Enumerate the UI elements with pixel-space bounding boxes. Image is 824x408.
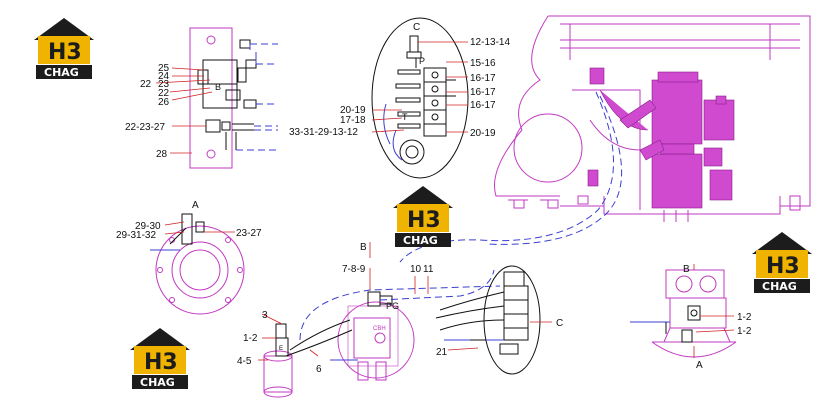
detail-b-block: B 1-2 1-2 A <box>630 264 752 371</box>
label-29-30: 29-30 <box>135 221 161 232</box>
watermark-logo-3: H3 CHAG <box>752 232 812 293</box>
detail-c-lower-letter: C <box>556 318 563 329</box>
label-25: 25 <box>158 63 170 74</box>
logo-brand: H3 <box>144 350 178 375</box>
mark-e: E <box>279 346 283 352</box>
label-12-13-14: 12-13-14 <box>470 37 510 48</box>
label-11: 11 <box>423 264 434 275</box>
label-7-8-9: 7-8-9 <box>342 264 366 275</box>
watermark-logo-4: H3 CHAG <box>130 328 190 389</box>
label-22a: 22 <box>140 79 152 90</box>
mark-pg: PG <box>386 301 399 311</box>
logo-name: CHAG <box>403 234 438 247</box>
logo-name: CHAG <box>762 280 797 293</box>
detail-c-lower: 21 C <box>435 265 563 375</box>
label-23: 23 <box>158 79 170 90</box>
watermark-logo-1: H3 CHAG <box>34 18 94 79</box>
label-10: 10 <box>410 264 422 275</box>
label-22-23-27: 22-23-27 <box>125 122 165 133</box>
label-24: 24 <box>158 71 170 82</box>
label-28: 28 <box>156 149 168 160</box>
label-20-19b: 20-19 <box>470 128 496 139</box>
label-1-2-right-a: 1-2 <box>737 312 752 323</box>
machine-frame-right <box>399 15 811 263</box>
label-26: 26 <box>158 97 170 108</box>
valve-panel-top-left: 25 24 22 23 22 26 22-23-27 28 B <box>125 27 278 169</box>
label-16-17a: 16-17 <box>470 73 496 84</box>
detail-c-letter: C <box>413 22 420 33</box>
mark-cbh: CBH <box>373 326 386 332</box>
label-23-27: 23-27 <box>236 228 262 239</box>
logo-brand: H3 <box>407 208 441 233</box>
label-15-16: 15-16 <box>470 58 496 69</box>
logo-brand: H3 <box>766 254 800 279</box>
label-20-19a: 20-19 <box>340 105 366 116</box>
detail-b-a-letter: A <box>696 360 703 371</box>
mark-p: P <box>419 56 425 66</box>
mark-b-valve: B <box>215 82 221 92</box>
center-pump-assembly: B 7-8-9 10 11 PG CBH E 3 1-2 <box>237 242 501 398</box>
logo-name: CHAG <box>140 376 175 389</box>
label-4-5: 4-5 <box>237 356 252 367</box>
label-22b: 22 <box>158 88 170 99</box>
label-16-17c: 16-17 <box>470 100 496 111</box>
logo-brand: H3 <box>48 40 82 65</box>
watermark-logo-2: H3 CHAG <box>393 186 453 247</box>
label-33-31-29-13-12: 33-31-29-13-12 <box>289 127 358 138</box>
label-1-2-right-b: 1-2 <box>737 326 752 337</box>
label-16-17b: 16-17 <box>470 87 496 98</box>
detail-b-letter: B <box>683 264 690 275</box>
label-29-31-32: 29-31-32 <box>116 230 156 241</box>
label-6: 6 <box>316 364 322 375</box>
label-21: 21 <box>436 347 448 358</box>
mark-t: T <box>402 112 408 122</box>
detail-c-manifold: C 12-13-14 15-16 16-17 16-17 16-17 20-19… <box>289 17 510 179</box>
view-b-letter: B <box>360 242 367 253</box>
detail-a-flange: A 29-30 29-31-32 23-27 <box>116 200 262 315</box>
label-3: 3 <box>262 310 268 321</box>
logo-name: CHAG <box>44 66 79 79</box>
label-1-2: 1-2 <box>243 333 258 344</box>
label-17-18: 17-18 <box>340 115 366 126</box>
detail-a-letter: A <box>192 200 199 211</box>
